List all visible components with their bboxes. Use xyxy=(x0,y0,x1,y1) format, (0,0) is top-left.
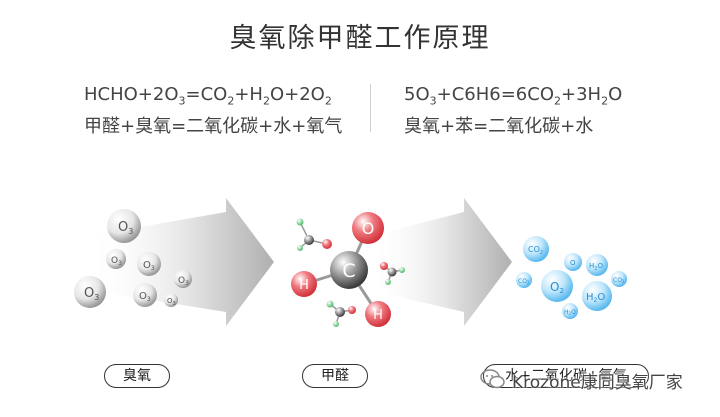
svg-text:CO2: CO2 xyxy=(528,245,543,256)
wechat-icon xyxy=(480,369,505,389)
label-products: 水+二氧化碳+氧气 xyxy=(483,364,649,388)
small-molecule-2 xyxy=(380,262,405,285)
arrow-2 xyxy=(370,198,512,326)
svg-text:H: H xyxy=(299,278,309,293)
svg-text:O3: O3 xyxy=(178,276,189,287)
formula-benzene-words: 臭氧+苯=二氧化碳+水 xyxy=(404,116,594,137)
watermark-text: Krozone康同臭氧厂家 xyxy=(512,373,683,393)
svg-text:O3: O3 xyxy=(111,256,122,267)
svg-text:O3: O3 xyxy=(139,291,151,303)
ozone-molecule-small-1: O3 xyxy=(106,249,126,269)
page-title: 臭氧除甲醛工作原理 xyxy=(229,23,491,54)
co2-molecule-small-left: CO2 xyxy=(516,272,532,288)
ozone-molecule-medium-2: O3 xyxy=(133,283,157,307)
formula-formaldehyde-words: 甲醛+臭氧=二氧化碳+水+氧气 xyxy=(84,116,343,137)
small-molecule-1 xyxy=(296,218,332,251)
ozone-molecule-tiny: O3 xyxy=(164,293,178,307)
formula-formaldehyde-equation: HCHO+2O3=CO2+H2O+2O2 xyxy=(84,84,332,108)
svg-text:O3: O3 xyxy=(84,286,99,302)
ozone-molecule-small-2: O3 xyxy=(174,270,192,288)
h2o-molecule-1: H2O xyxy=(586,254,608,276)
hydrogen-atom-right xyxy=(365,301,391,327)
small-molecule-3 xyxy=(326,300,356,327)
co2-molecule-1: CO2 xyxy=(523,236,549,262)
formula-divider xyxy=(370,84,371,132)
ozone-molecule-large-1: O3 xyxy=(107,209,141,243)
label-formaldehyde: 甲醛 xyxy=(302,364,368,388)
label-ozone: 臭氧 xyxy=(104,364,170,388)
svg-text:O2: O2 xyxy=(550,280,564,295)
o2-molecule-large: O2 xyxy=(541,270,573,302)
svg-text:O3: O3 xyxy=(167,297,176,307)
formaldehyde-molecule: O H H C xyxy=(291,212,391,327)
oxygen-atom xyxy=(352,212,384,244)
hydrogen-atom-left xyxy=(291,271,317,297)
svg-text:CO2: CO2 xyxy=(518,278,530,285)
ozone-molecule-medium-1: O3 xyxy=(137,252,161,276)
svg-text:O: O xyxy=(570,259,576,267)
o2-molecule-small: O xyxy=(564,253,582,271)
h2o-molecule-small: H2O xyxy=(562,303,578,319)
svg-text:CO2: CO2 xyxy=(613,277,625,284)
svg-text:C: C xyxy=(342,260,355,282)
svg-text:H2O: H2O xyxy=(586,292,605,304)
svg-text:H2O: H2O xyxy=(589,262,603,272)
svg-text:H2O: H2O xyxy=(564,309,576,316)
h2o-molecule-2: H2O xyxy=(582,281,612,311)
co2-molecule-small-right: CO2 xyxy=(611,271,627,287)
svg-text:O3: O3 xyxy=(143,260,155,272)
carbon-atom xyxy=(330,251,368,289)
svg-text:O3: O3 xyxy=(118,220,133,236)
ozone-molecule-large-2: O3 xyxy=(74,276,106,308)
svg-text:O: O xyxy=(362,219,375,238)
svg-text:H: H xyxy=(373,308,383,323)
formula-benzene-equation: 5O3+C6H6=6CO2+3H2O xyxy=(404,84,623,108)
